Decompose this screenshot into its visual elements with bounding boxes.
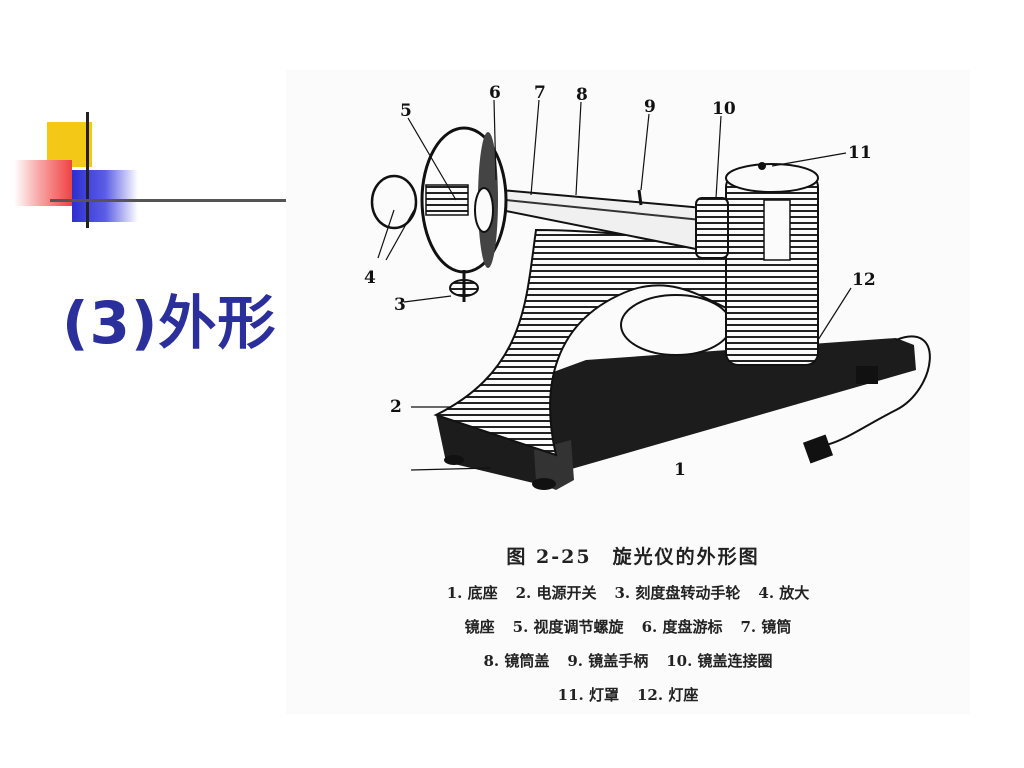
tube [500,188,729,259]
label-9: 9 [644,97,656,117]
label-5: 5 [400,101,412,121]
label-11: 11 [848,143,872,163]
legend-item: 9. 镜盖手柄 [567,652,649,670]
caption-title: 图 2-25 旋光仪的外形图 [506,546,760,568]
figure-caption: 图 2-25 旋光仪的外形图 1. 底座 2. 电源开关 3. 刻度盘转动手轮 4. … [286,542,970,705]
legend-item: 12. 灯座 [637,686,699,704]
label-8: 8 [576,85,588,105]
label-2: 2 [390,397,402,417]
horizontal-rule [50,199,286,202]
yellow-square [47,122,92,167]
legend-line-1: 1. 底座 2. 电源开关 3. 刻度盘转动手轮 4. 放大 [286,582,970,603]
red-square [14,160,72,206]
legend-item: 5. 视度调节螺旋 [512,618,624,636]
label-10: 10 [712,99,736,119]
polarimeter-drawing: 1 2 3 4 5 6 7 8 9 10 11 12 [364,83,931,490]
legend-item: 11. 灯罩 [557,686,619,704]
legend-line-4: 11. 灯罩 12. 灯座 [286,684,970,705]
legend-item: 2. 电源开关 [515,584,597,602]
polarimeter-figure: 1 2 3 4 5 6 7 8 9 10 11 12 图 2-25 旋光仪的外形… [286,70,970,714]
power-plug [802,434,834,464]
blue-square [72,170,138,222]
label-12: 12 [852,270,876,290]
vertical-rule [86,112,89,228]
label-4: 4 [364,268,376,288]
label-3: 3 [394,295,406,315]
label-1: 1 [674,460,686,480]
power-cord [825,335,931,446]
dial-disc [370,126,508,302]
legend-item: 6. 度盘游标 [641,618,723,636]
slide-decoration [0,0,300,240]
legend-item: 8. 镜筒盖 [483,652,550,670]
legend-item: 1. 底座 [446,584,498,602]
lamp-housing [725,162,819,366]
label-7: 7 [534,83,546,103]
label-6: 6 [489,83,501,103]
legend-item: 4. 放大 [758,584,810,602]
legend-item: 3. 刻度盘转动手轮 [614,584,741,602]
legend-line-2: 镜座 5. 视度调节螺旋 6. 度盘游标 7. 镜筒 [286,616,970,637]
slide-title: (3)外形 [62,289,277,357]
legend-item: 7. 镜筒 [740,618,792,636]
leader-lines [377,99,852,471]
legend-line-3: 8. 镜筒盖 9. 镜盖手柄 10. 镜盖连接圈 [286,650,970,671]
legend-item: 镜座 [464,618,495,636]
legend-item: 10. 镜盖连接圈 [666,652,773,670]
